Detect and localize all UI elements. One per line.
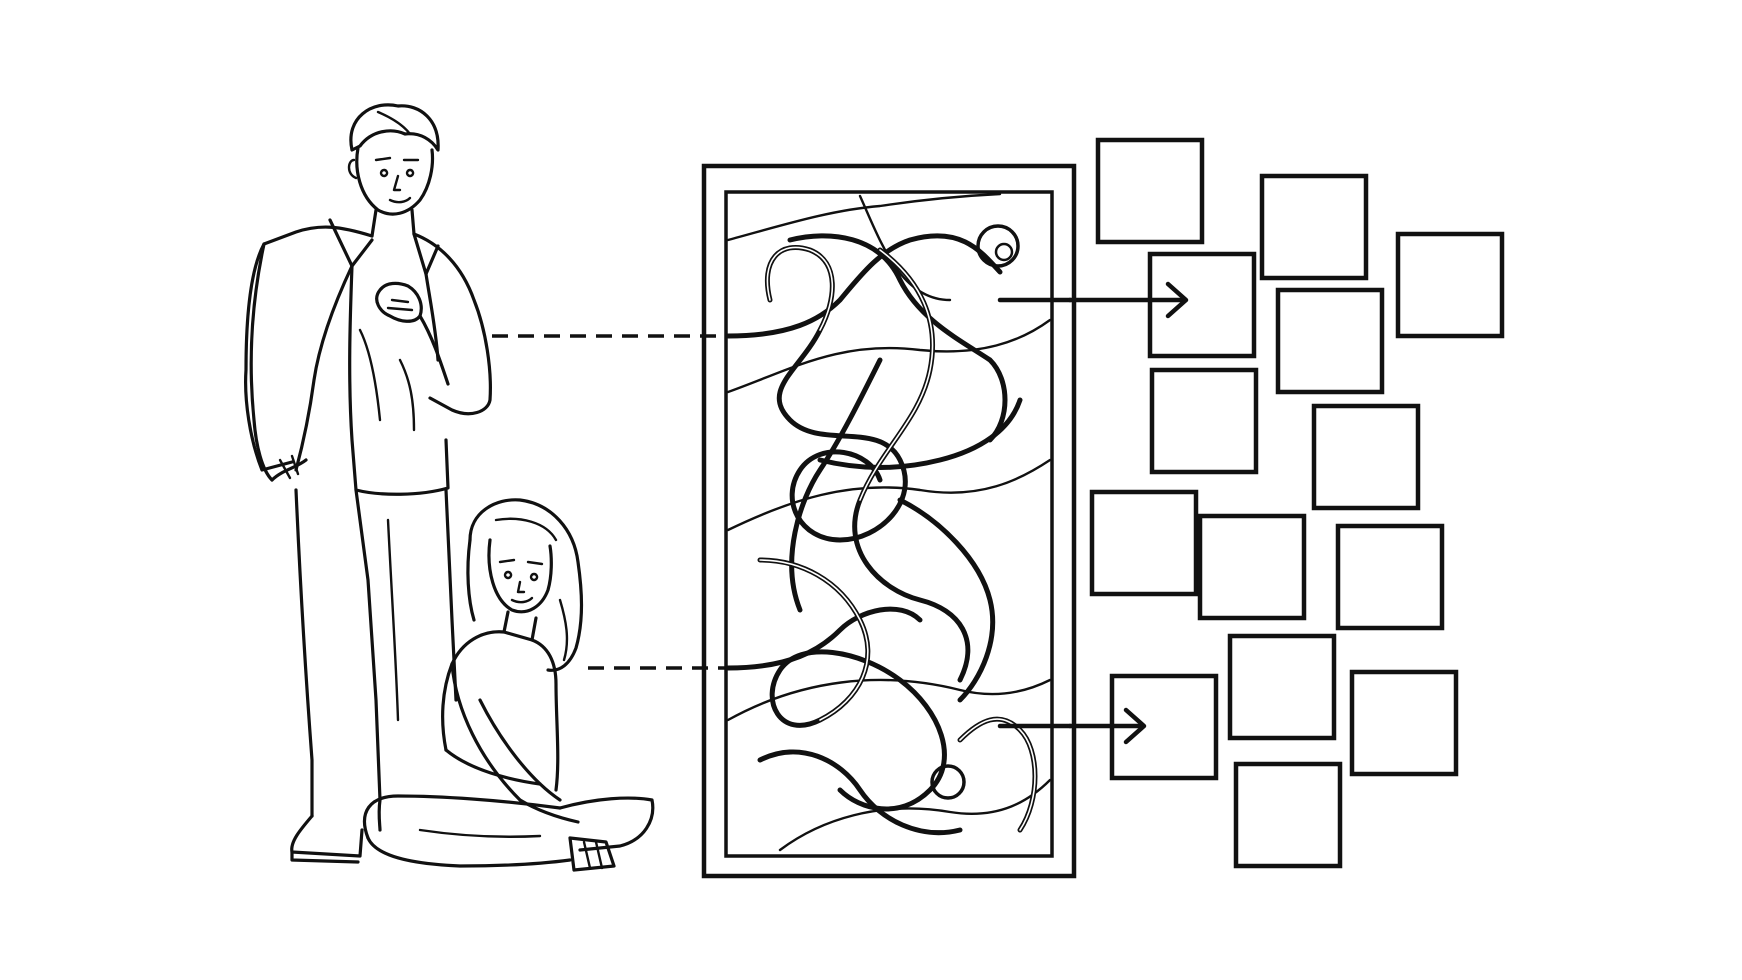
tile-13 xyxy=(1349,669,1459,777)
arrow-bottom xyxy=(997,707,1147,745)
sitting-woman-figure xyxy=(362,498,655,872)
standing-man-figure xyxy=(244,103,492,864)
tile-7 xyxy=(1311,403,1421,511)
tile-9 xyxy=(1197,513,1307,621)
inner-frame xyxy=(724,190,1054,858)
tile-3 xyxy=(1395,231,1505,339)
tile-5 xyxy=(1275,287,1385,395)
tile-2 xyxy=(1259,173,1369,281)
tile-10 xyxy=(1335,523,1445,631)
tile-grid xyxy=(1089,137,1505,869)
tile-11 xyxy=(1227,633,1337,741)
tile-8 xyxy=(1089,489,1199,597)
tile-1 xyxy=(1095,137,1205,245)
tile-6 xyxy=(1149,367,1259,475)
tile-4 xyxy=(1147,251,1257,359)
tangled-thread-panel xyxy=(701,163,1077,879)
outer-frame xyxy=(701,163,1077,879)
arrow-top xyxy=(997,281,1189,319)
tile-14 xyxy=(1233,761,1343,869)
